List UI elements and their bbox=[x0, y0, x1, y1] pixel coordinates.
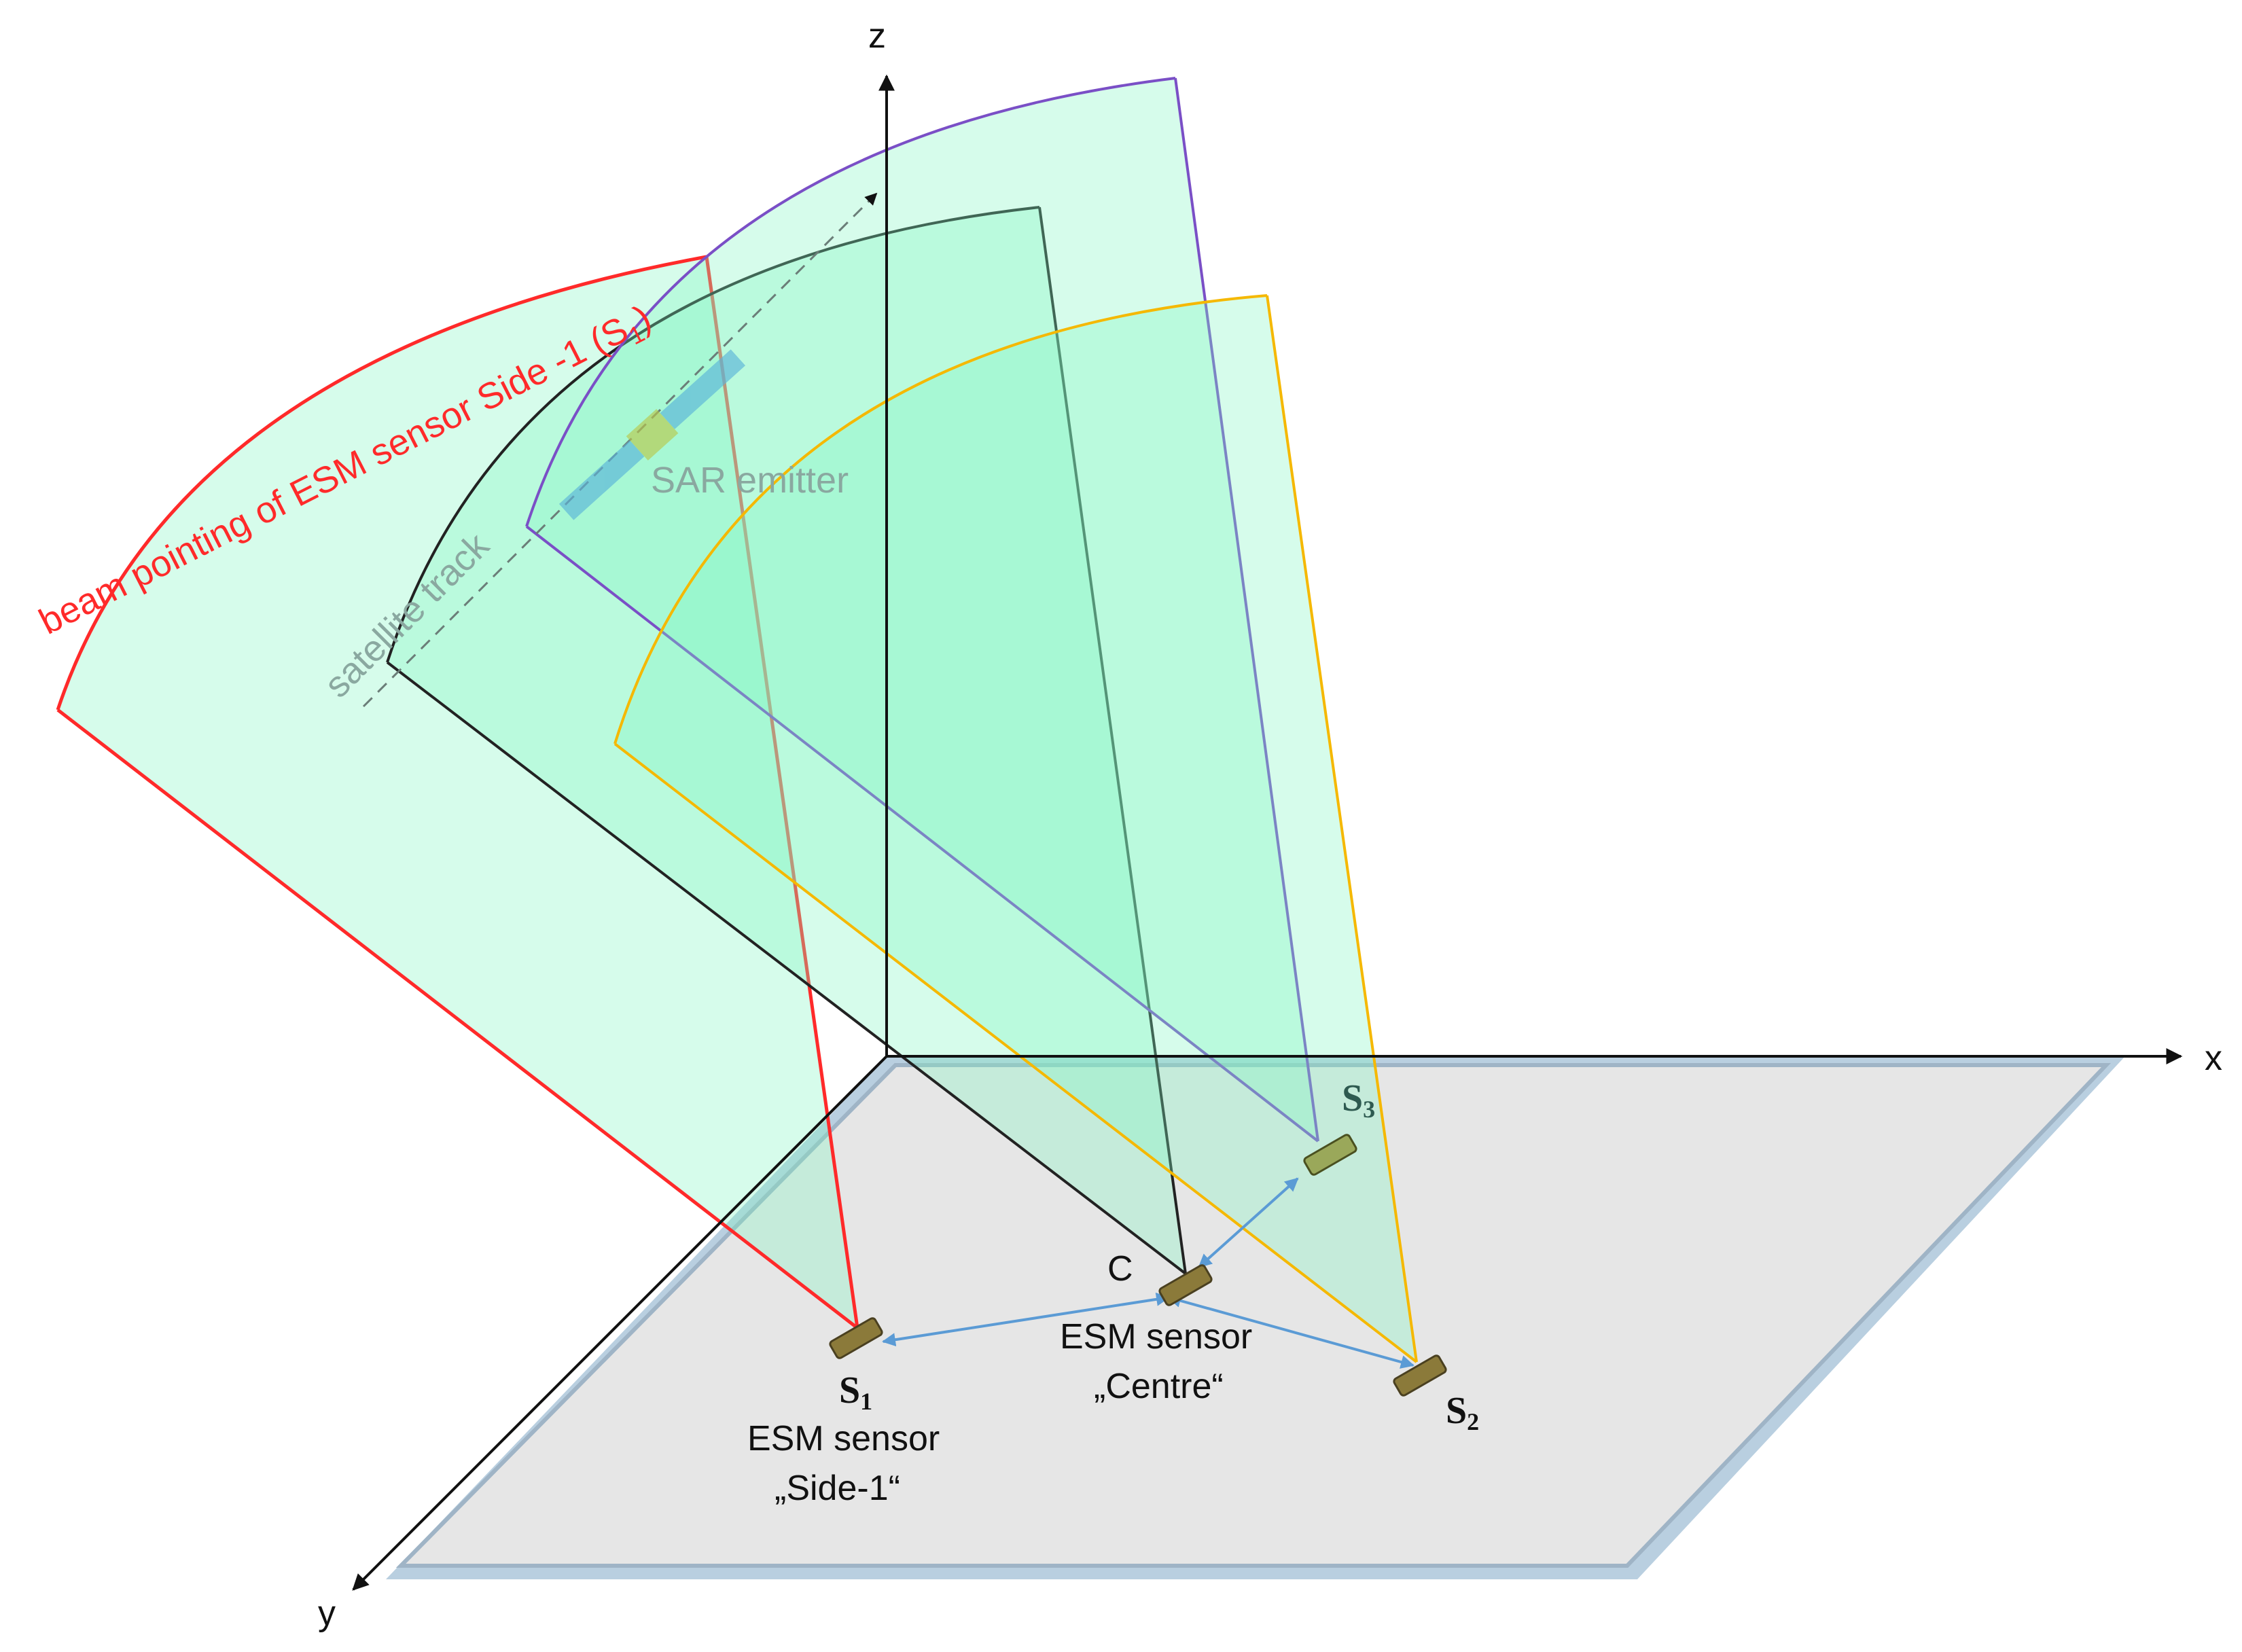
beam-s1 bbox=[56, 255, 859, 1329]
c-caption-2: „Centre“ bbox=[1094, 1367, 1224, 1406]
s2-letter: S bbox=[1446, 1390, 1467, 1432]
beam-centre bbox=[386, 206, 1187, 1275]
z-axis-label: z bbox=[868, 16, 886, 56]
esm-sensor-icon-s2 bbox=[1393, 1354, 1447, 1397]
s2-label: S2 bbox=[1446, 1390, 1479, 1435]
emitter-label: SAR emitter bbox=[651, 460, 849, 501]
link-s1-c bbox=[882, 1292, 1170, 1347]
s3-index: 3 bbox=[1363, 1096, 1375, 1123]
s1-index: 1 bbox=[860, 1388, 872, 1415]
s1-caption-2: „Side-1“ bbox=[775, 1469, 900, 1508]
s1-letter: S bbox=[839, 1369, 860, 1412]
beam-s3 bbox=[525, 77, 1319, 1143]
s1-label: S1 bbox=[839, 1369, 872, 1415]
esm-sensor-icon-c bbox=[1158, 1264, 1213, 1306]
x-axis-label: x bbox=[2205, 1039, 2222, 1078]
s1-caption-1: ESM sensor bbox=[747, 1419, 940, 1458]
s2-index: 2 bbox=[1467, 1408, 1479, 1435]
y-axis-label: y bbox=[318, 1594, 336, 1633]
link-c-s3 bbox=[1198, 1177, 1299, 1268]
s3-letter: S bbox=[1342, 1077, 1363, 1119]
esm-sensor-icon-s3 bbox=[1303, 1134, 1357, 1176]
c-caption-1: ESM sensor bbox=[1060, 1317, 1252, 1357]
y-axis bbox=[352, 1055, 888, 1591]
c-letter: C bbox=[1107, 1249, 1133, 1289]
s3-label: S3 bbox=[1342, 1077, 1375, 1123]
sensor-links bbox=[882, 1177, 1414, 1369]
link-c-s2 bbox=[1167, 1294, 1414, 1369]
axes: z x y bbox=[318, 16, 2222, 1633]
esm-sensor-icon-s1 bbox=[829, 1317, 883, 1359]
satellite-icon bbox=[558, 349, 746, 520]
